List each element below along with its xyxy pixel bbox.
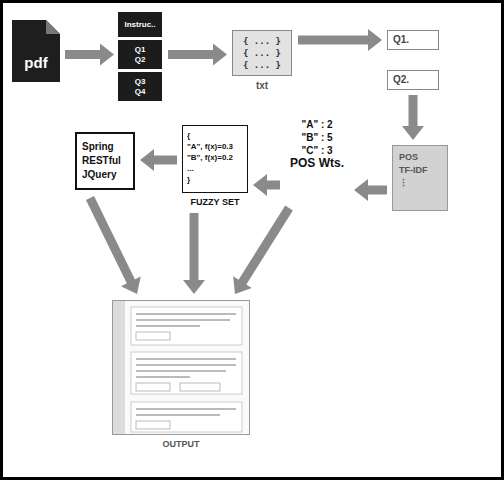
text-line — [136, 358, 236, 360]
text-line — [136, 313, 236, 315]
arrow-shaft — [242, 208, 289, 283]
node-box: {"A", f(x)=0.3"B", f(x)=0.2...} — [182, 125, 248, 193]
button — [136, 332, 170, 340]
flow-arrow — [253, 174, 280, 196]
pdf-file-icon: pdf — [12, 20, 60, 82]
text-line — [136, 319, 230, 321]
flow-arrow — [402, 95, 424, 140]
flow-arrow — [168, 44, 227, 66]
button — [136, 383, 170, 391]
text-line — [136, 364, 236, 366]
output-screenshot: OUTPUT — [112, 300, 250, 449]
arrow-shaft — [190, 213, 199, 281]
node-text: Q3 — [135, 77, 146, 87]
question-box: Q1. — [387, 30, 439, 50]
card — [131, 352, 242, 394]
node-text: JQuery — [82, 168, 128, 182]
text-line — [136, 408, 236, 410]
node-caption: OUTPUT — [112, 439, 250, 449]
flow-arrow — [90, 198, 141, 294]
arrow-head — [140, 149, 154, 171]
pos-weights: "A" : 2"B" : 5"C" : 3POS Wts. — [284, 115, 350, 200]
text-line — [136, 376, 190, 378]
question-block: Q3Q4 — [118, 72, 162, 101]
flow-arrow — [354, 179, 387, 201]
node-text: Q2. — [393, 74, 409, 87]
fuzzy-set: {"A", f(x)=0.3"B", f(x)=0.2...} FUZZY SET — [182, 125, 248, 207]
node-text: Q1 — [135, 45, 146, 55]
node-text: RESTful — [82, 154, 128, 168]
button — [136, 421, 170, 429]
node-text: Q1. — [393, 34, 409, 47]
arrow-head — [354, 179, 368, 201]
text-line — [136, 370, 226, 372]
node-text: Instruc.. — [124, 20, 155, 30]
node-text: Q2 — [135, 55, 146, 65]
arrow-shaft — [65, 50, 101, 59]
node-text: pdf — [24, 54, 47, 73]
instructions-block: Instruc.. — [118, 12, 162, 37]
text-line — [136, 414, 220, 416]
card — [131, 307, 242, 345]
node-text: "A" : 2 — [301, 118, 332, 131]
question-block: Q1Q2 — [118, 40, 162, 69]
flow-arrow — [298, 29, 382, 51]
arrow-shaft — [266, 181, 280, 190]
node-caption: txt — [232, 80, 292, 91]
node-text: "C" : 3 — [301, 144, 332, 157]
arrow-head — [233, 276, 252, 294]
node-text: ... — [187, 163, 243, 174]
flow-arrow — [65, 44, 114, 66]
arrow-head — [402, 126, 424, 140]
node-text: POS Wts. — [290, 157, 344, 170]
node-text: "B", f(x)=0.2 — [187, 152, 243, 163]
node-caption: FUZZY SET — [182, 197, 248, 207]
arrow-shaft — [367, 186, 387, 195]
text-line — [136, 325, 200, 327]
arrow-head — [368, 29, 382, 51]
file-outline — [12, 20, 60, 82]
arrow-head — [100, 44, 114, 66]
folded-corner — [46, 20, 60, 34]
node-text: ⋮ — [399, 177, 408, 190]
output-screenshot-illustration — [113, 301, 249, 434]
arrow-shaft — [153, 156, 177, 165]
tech-stack-box: SpringRESTfulJQuery — [75, 132, 135, 190]
node-box — [112, 300, 250, 435]
arrow-head — [213, 44, 227, 66]
question-box: Q2. — [387, 70, 439, 90]
node-text: Q4 — [135, 87, 146, 97]
node-text: { ... } — [243, 35, 281, 47]
flow-arrow — [233, 208, 289, 294]
file-shape — [12, 20, 60, 82]
arrow-head — [253, 174, 267, 196]
text-file: { ... }{ ... }{ ... }txt — [232, 30, 292, 91]
feature-extraction-box: POSTF-IDF⋮ — [392, 145, 448, 211]
flow-arrow — [183, 213, 205, 294]
card — [131, 402, 242, 432]
arrow-shaft — [298, 36, 369, 45]
side-strip — [113, 301, 125, 434]
node-text: Spring — [82, 140, 128, 154]
node-text: { — [187, 130, 243, 141]
node-text: { ... } — [243, 47, 281, 59]
flow-arrow — [140, 149, 177, 171]
node-text: "A", f(x)=0.3 — [187, 141, 243, 152]
node-box: { ... }{ ... }{ ... } — [232, 30, 292, 76]
screen-ground — [113, 301, 249, 434]
arrow-shaft — [409, 95, 418, 127]
arrow-head — [121, 277, 141, 294]
arrow-head — [183, 280, 205, 294]
arrow-shaft — [90, 198, 131, 282]
node-text: { ... } — [243, 59, 281, 71]
node-text: TF-IDF — [399, 164, 428, 177]
node-text: } — [187, 174, 243, 185]
node-text: POS — [399, 151, 418, 164]
arrow-shaft — [168, 50, 214, 59]
button — [180, 383, 220, 391]
node-text: "B" : 5 — [301, 131, 332, 144]
